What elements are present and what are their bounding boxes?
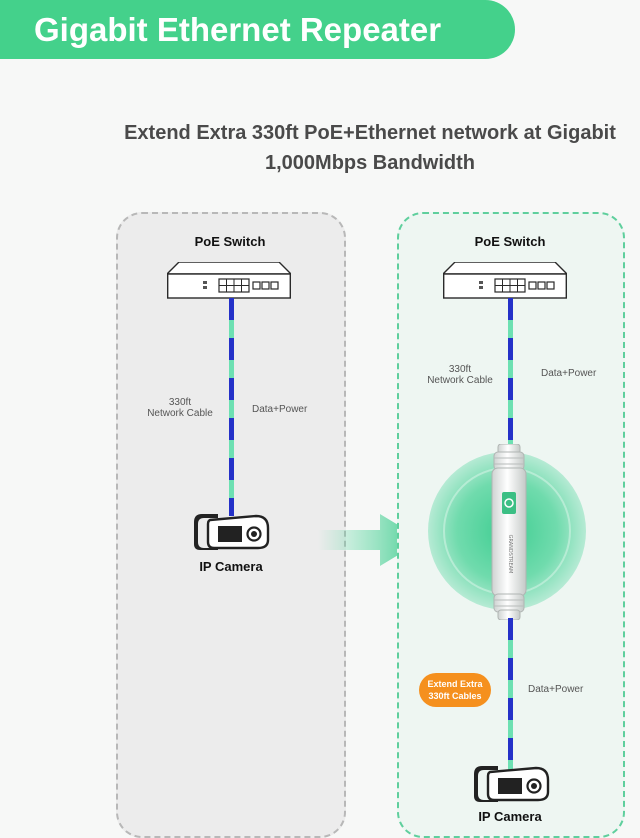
ip-camera-icon [474,766,550,802]
left-switch-label: PoE Switch [194,234,266,249]
poe-switch-icon [443,262,567,299]
repeater-brand-text: GRANDSTREAM [507,535,513,574]
left-device-label: IP Camera [199,559,263,574]
right-cable-function-top-label: Data+Power [541,368,597,379]
headline-line-2: 1,000Mbps Bandwidth [264,152,476,174]
extend-badge: Extend Extra 330ft Cables [419,673,491,707]
headline-line-1: Extend Extra 330ft PoE+Ethernet network … [124,122,616,144]
right-cable-function-bottom-label: Data+Power [528,684,584,695]
ip-camera-icon [194,514,270,550]
poe-switch-icon [167,262,291,299]
left-network-cable [229,298,234,516]
right-cable-length-label: 330ft Network Cable [427,364,493,386]
arrow-right-icon [318,514,423,566]
right-network-cable-upper [508,298,513,448]
repeater-device-icon: GRANDSTREAM [491,444,527,620]
left-cable-length-label: 330ft Network Cable [147,397,213,419]
right-network-cable-lower [508,618,513,770]
right-switch-label: PoE Switch [474,234,546,249]
left-cable-function-label: Data+Power [252,404,308,415]
title-banner: Gigabit Ethernet Repeater [0,0,515,59]
page-title: Gigabit Ethernet Repeater [34,10,442,48]
right-device-label: IP Camera [478,809,542,824]
headline: Extend Extra 330ft PoE+Ethernet network … [100,118,640,178]
